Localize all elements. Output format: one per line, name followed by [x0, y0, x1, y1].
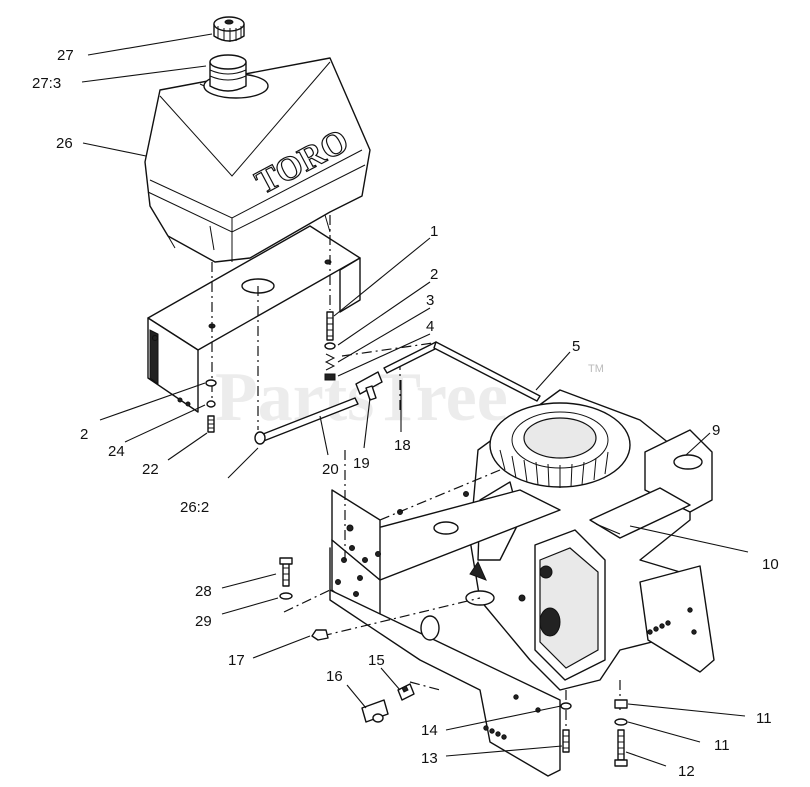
stud-1 [326, 311, 334, 341]
callout-13: 13 [421, 750, 438, 767]
callout-16: 16 [326, 668, 343, 685]
callout-20: 20 [322, 461, 339, 478]
callout-18: 18 [394, 437, 411, 454]
callout-28: 28 [195, 583, 212, 600]
washer-11 [614, 718, 628, 726]
fuel-shutoff-16 [361, 699, 389, 723]
callout-3: 3 [426, 292, 434, 309]
fuel-tank: TORO [144, 57, 371, 263]
spring-3 [324, 353, 336, 371]
callout-4: 4 [426, 318, 434, 335]
washer-2-right [324, 342, 336, 350]
callout-29: 29 [195, 613, 212, 630]
callout-11-upper: 11 [756, 710, 772, 727]
callout-27: 27 [57, 47, 74, 64]
callout-11-lower: 11 [714, 737, 730, 754]
washer-2-left [205, 379, 217, 387]
washer-29 [279, 592, 293, 600]
callout-26: 26 [56, 135, 73, 152]
callout-24: 24 [108, 443, 125, 460]
hose-clamp-26-2 [254, 431, 266, 445]
callout-2: 2 [430, 266, 438, 283]
nut-4 [324, 373, 336, 381]
callout-17: 17 [228, 652, 245, 669]
watermark-trademark: TM [588, 363, 604, 375]
callout-12: 12 [678, 763, 695, 780]
callout-15: 15 [368, 652, 385, 669]
nut-17 [311, 629, 329, 641]
callout-2-left: 2 [80, 426, 88, 443]
bolt-13 [562, 729, 570, 753]
filler-neck [209, 54, 247, 92]
callout-22: 22 [142, 461, 159, 478]
callout-9: 9 [712, 422, 720, 439]
engine [469, 389, 715, 691]
callout-14: 14 [421, 722, 438, 739]
callout-27-3: 27:3 [32, 75, 61, 92]
nut-11 [614, 699, 628, 709]
washer-14 [560, 702, 572, 710]
callout-26-2: 26:2 [180, 499, 209, 516]
lockwasher-24 [206, 400, 216, 408]
callout-1: 1 [430, 223, 438, 240]
engine-mount-plate [329, 489, 561, 777]
callouts: 27 27:3 26 1 2 3 4 5 2 24 22 26:2 20 19 … [32, 47, 779, 780]
bolt-28 [279, 557, 293, 587]
bolt-12 [614, 729, 628, 767]
callout-19: 19 [353, 455, 370, 472]
fuel-line-18 [383, 341, 541, 402]
callout-5: 5 [572, 338, 580, 355]
fitting-19 [355, 371, 383, 401]
fitting-15 [397, 683, 415, 701]
callout-10: 10 [762, 556, 779, 573]
watermark: PartsTree [215, 359, 508, 436]
leader-lines [81, 33, 749, 767]
bolt-22 [207, 415, 215, 433]
fuel-cap [213, 16, 245, 42]
